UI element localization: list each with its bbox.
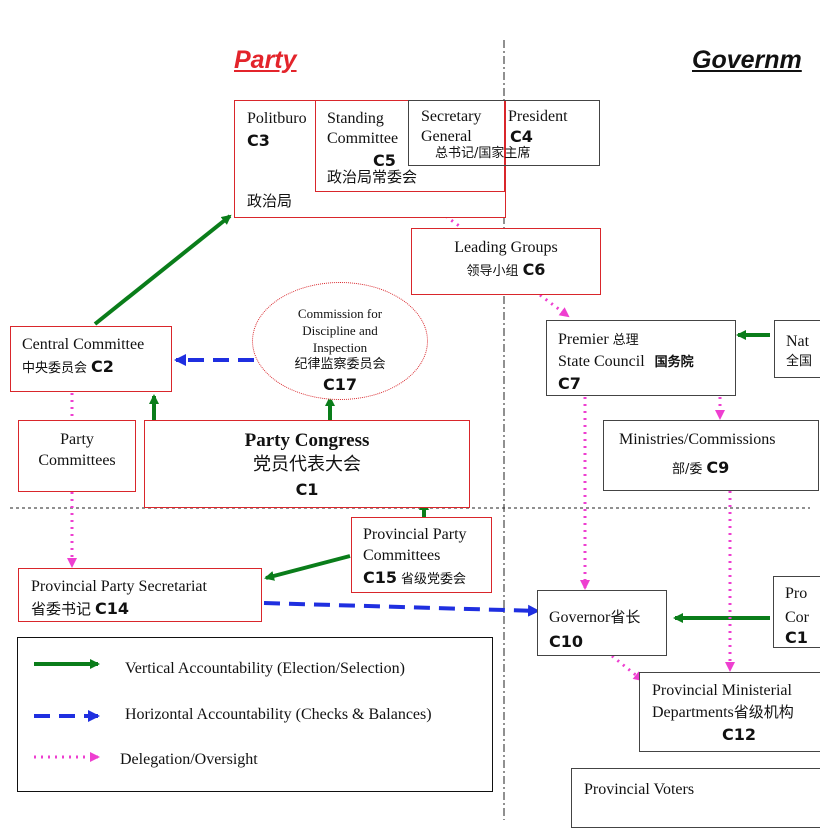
arrow-governor-to-provministerial — [611, 654, 644, 682]
state-council-cn: 国务院 — [654, 355, 694, 370]
leading-groups-cn: 领导小组 — [466, 264, 519, 279]
politburo-code: C3 — [247, 131, 270, 150]
discipline-code: C17 — [322, 375, 357, 394]
governor-line: Governor省长 — [549, 609, 640, 627]
president-code: C4 — [510, 127, 533, 146]
central-committee-sub: 中央委员会 C2 — [22, 358, 114, 377]
ministries-box: Ministries/Commissions 部/委 C9 — [603, 420, 819, 491]
pro-label-2: Cor — [785, 609, 809, 626]
pro-code: C1 — [785, 628, 808, 647]
government-heading: Governm — [692, 46, 802, 74]
provincial-voters-label: Provincial Voters — [584, 781, 695, 798]
governor-label: Governor — [549, 609, 611, 626]
politburo-box: Politburo C3 政治局 — [234, 100, 506, 218]
discipline-commission-oval: Commission for Discipline and Inspection… — [252, 282, 428, 400]
prov-party-label-1: Provincial Party — [363, 526, 467, 543]
national-congress-box: Nat 全国 — [774, 320, 820, 378]
prov-ministerial-label-2: Departments — [652, 704, 734, 721]
party-congress-box: Party Congress 党员代表大会 C1 — [144, 420, 470, 508]
prov-secretariat-label: Provincial Party Secretariat — [31, 578, 207, 595]
central-committee-box: Central Committee 中央委员会 C2 — [10, 326, 172, 392]
legend-vertical-label: Vertical Accountability (Election/Select… — [125, 660, 405, 677]
provincial-voters-box: Provincial Voters — [571, 768, 820, 828]
standing-code: C5 — [373, 151, 396, 170]
pro-label-1: Pro — [785, 585, 808, 602]
discipline-label-1: Commission for — [297, 306, 383, 321]
arrow-leading-to-premier — [539, 293, 570, 318]
legend-box: Vertical Accountability (Election/Select… — [17, 637, 493, 792]
prov-party-code: C15 — [363, 568, 398, 587]
ministries-cn: 部/委 — [672, 462, 703, 477]
state-council-label: State Council — [558, 353, 645, 370]
party-congress-code: C1 — [295, 480, 319, 499]
party-committees-label-1: Party — [60, 431, 94, 448]
arrow-central-to-politburo — [93, 214, 232, 326]
prov-ministerial-cn: 省级机构 — [733, 703, 794, 721]
prov-party-cn: 省级党委会 — [401, 572, 467, 587]
prov-party-sub: C15 省级党委会 — [363, 569, 466, 588]
leading-groups-code: C6 — [522, 260, 546, 279]
leading-groups-box: Leading Groups 领导小组 C6 — [411, 228, 601, 295]
line-politburo-to-leading — [439, 210, 463, 230]
provincial-ministerial-box: Provincial Ministerial Departments省级机构 C… — [639, 672, 820, 752]
central-committee-code: C2 — [91, 357, 114, 376]
premier-cn: 总理 — [612, 333, 639, 348]
secretary-general-box: Secretary General 总书记/国家主席 President C4 — [408, 100, 600, 166]
standing-label-1: Standing — [327, 110, 384, 127]
prov-ministerial-line-2: Departments省级机构 — [652, 704, 794, 722]
party-congress-cn: 党员代表大会 — [253, 454, 361, 475]
governor-code: C10 — [549, 632, 584, 651]
provincial-congress-box: Pro Cor C1 — [773, 576, 820, 648]
secretary-label-1: Secretary — [421, 108, 482, 125]
leading-groups-sub: 领导小组 C6 — [412, 261, 600, 280]
premier-code: C7 — [558, 374, 581, 393]
party-committees-label-2: Committees — [38, 452, 116, 469]
premier-label: Premier — [558, 331, 609, 348]
premier-line: Premier 总理 — [558, 331, 639, 349]
standing-cn: 政治局常委会 — [327, 168, 418, 186]
prov-ministerial-label-1: Provincial Ministerial — [652, 682, 792, 699]
discipline-label-2: Discipline and — [302, 323, 378, 338]
arrow-secretariat-to-governor — [263, 601, 540, 617]
discipline-label-3: Inspection — [312, 340, 368, 355]
central-committee-cn: 中央委员会 — [22, 361, 88, 376]
secretary-cn: 总书记/国家主席 — [435, 146, 531, 161]
prov-secretariat-cn: 省委书记 — [31, 600, 92, 618]
central-committee-label: Central Committee — [22, 336, 145, 353]
prov-party-label-2: Committees — [363, 547, 441, 564]
politburo-cn: 政治局 — [247, 192, 293, 210]
provincial-secretariat-box: Provincial Party Secretariat 省委书记 C14 — [18, 568, 262, 622]
secretary-label-2: General — [421, 128, 472, 145]
governor-box: Governor省长 C10 — [537, 590, 667, 656]
standing-label-2: Committee — [327, 130, 399, 147]
prov-secretariat-code: C14 — [95, 599, 130, 618]
prov-secretariat-sub: 省委书记 C14 — [31, 600, 129, 619]
national-label: Nat — [786, 333, 810, 350]
ministries-code: C9 — [706, 458, 730, 477]
discipline-cn: 纪律监察委员会 — [294, 357, 386, 372]
party-committees-box: Party Committees — [18, 420, 136, 492]
arrow-provparty-to-secretariat — [264, 554, 351, 581]
party-congress-label: Party Congress — [244, 430, 370, 451]
provincial-party-committees-box: Provincial Party Committees C15 省级党委会 — [351, 517, 492, 593]
premier-box: Premier 总理 State Council 国务院 C7 — [546, 320, 736, 396]
governor-cn: 省长 — [610, 608, 641, 626]
prov-ministerial-code: C12 — [722, 725, 757, 744]
party-heading: Party — [234, 46, 297, 74]
politburo-label: Politburo — [247, 110, 307, 127]
leading-groups-label: Leading Groups — [454, 239, 558, 256]
national-cn: 全国 — [786, 354, 813, 369]
president-label: President — [508, 108, 568, 125]
legend-delegation-label: Delegation/Oversight — [120, 751, 258, 768]
legend-horizontal-label: Horizontal Accountability (Checks & Bala… — [125, 706, 432, 723]
state-council-line: State Council 国务院 — [558, 353, 694, 371]
ministries-label: Ministries/Commissions — [619, 431, 776, 448]
ministries-sub: 部/委 C9 — [672, 459, 729, 478]
